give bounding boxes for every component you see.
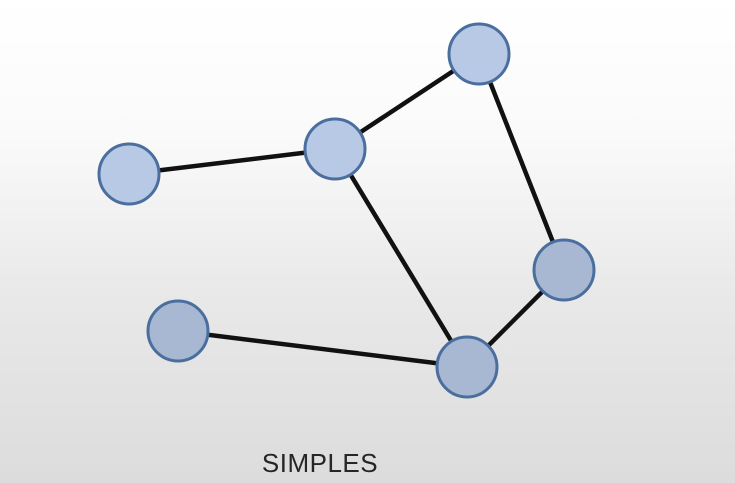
graph-node-n3 bbox=[447, 22, 511, 86]
nodes-layer bbox=[97, 22, 596, 399]
graph-node-n1 bbox=[97, 142, 161, 206]
graph-node-n5 bbox=[532, 238, 596, 302]
graph-node-n6 bbox=[435, 335, 499, 399]
graph-node-n4 bbox=[146, 299, 210, 363]
edge-n3-n5 bbox=[476, 51, 567, 273]
diagram-caption: SIMPLES bbox=[261, 448, 379, 478]
edge-n4-n6 bbox=[175, 328, 470, 370]
edge-n2-n6 bbox=[332, 146, 470, 370]
graph-node-n2 bbox=[303, 117, 367, 181]
edge-n1-n2 bbox=[126, 146, 338, 177]
